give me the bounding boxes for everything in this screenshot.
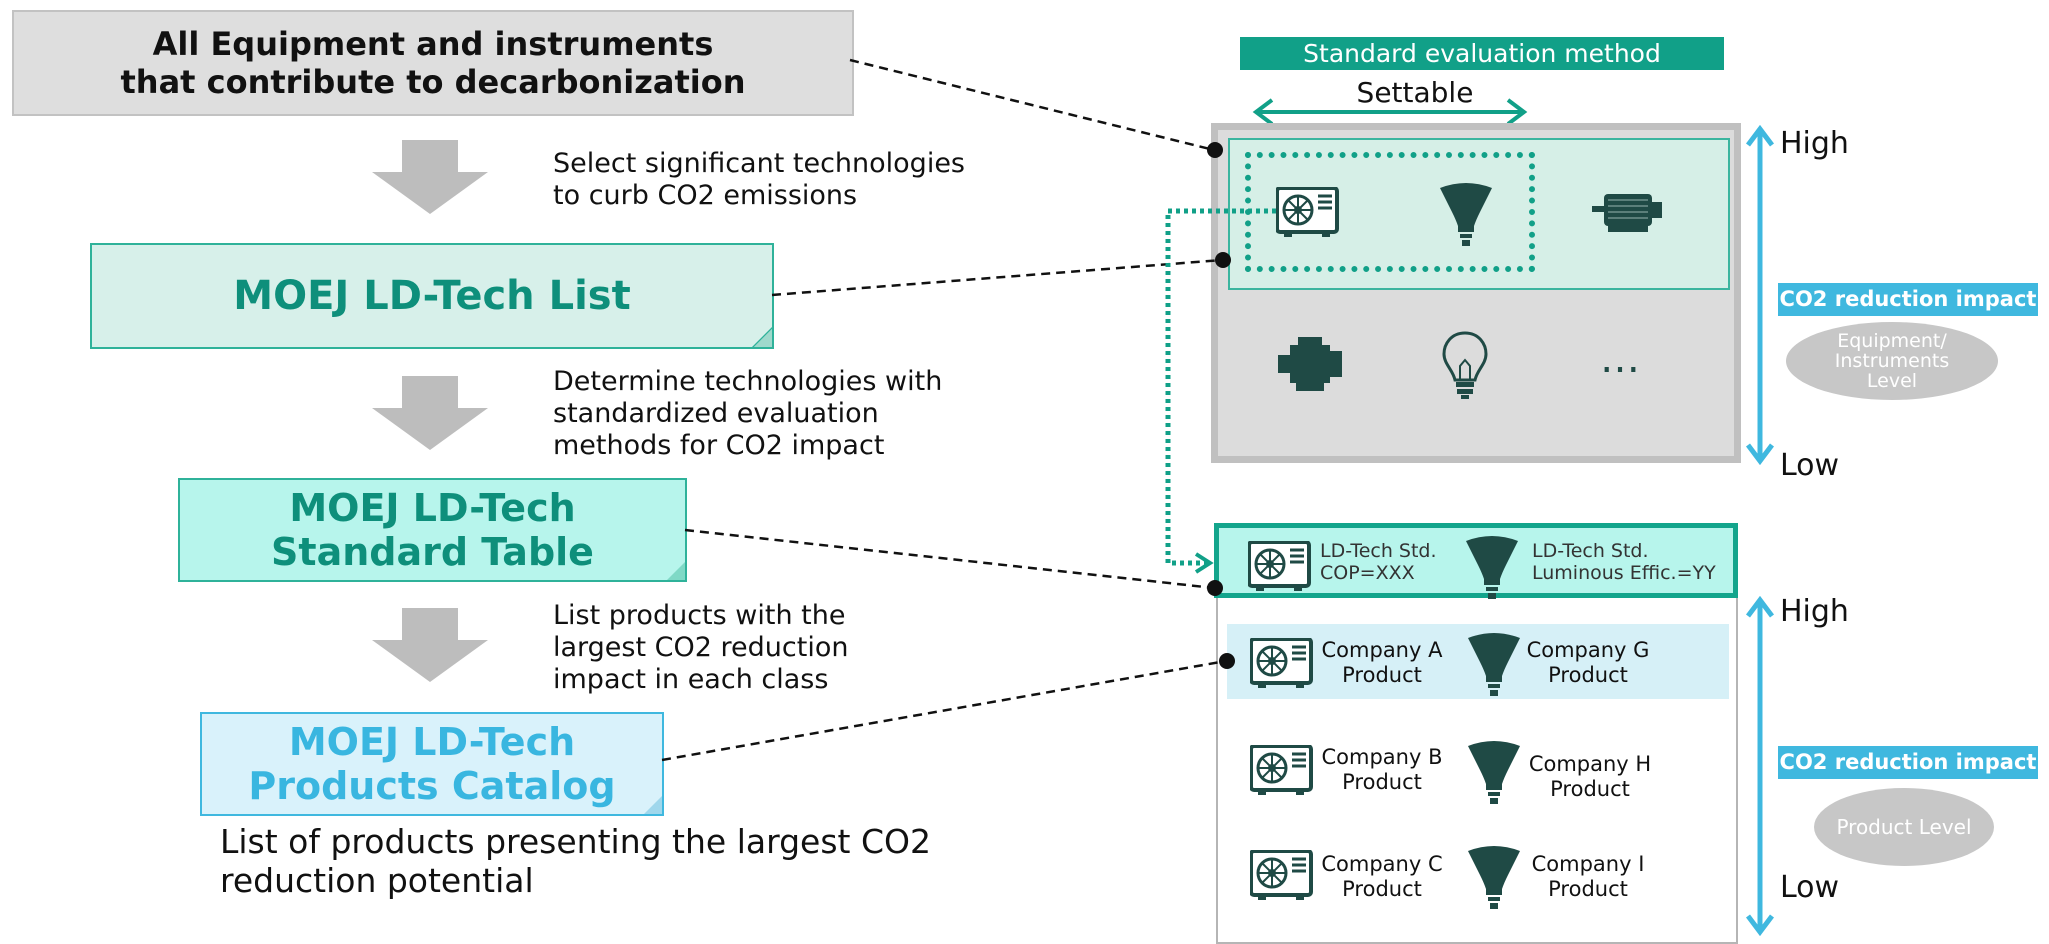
connector-ld-tech-list bbox=[771, 258, 1223, 297]
product-label: Product bbox=[1550, 777, 1630, 801]
std-cop-line2: COP=XXX bbox=[1320, 562, 1415, 584]
step-determine-text: Determine technologies with standardized… bbox=[553, 366, 993, 462]
product-level-label: Product Level bbox=[1836, 815, 1972, 839]
product-company-label: Company I bbox=[1531, 852, 1645, 876]
connector-dot bbox=[1219, 653, 1235, 669]
step-list-line1: List products with the bbox=[553, 600, 846, 631]
product-level-ellipse: Product Level bbox=[1814, 788, 1994, 866]
connector-standard-table bbox=[684, 528, 1215, 590]
standard-evaluation-label: Standard evaluation method bbox=[1303, 39, 1661, 68]
product-label: Product bbox=[1548, 877, 1628, 901]
product-company-label: Company B bbox=[1321, 745, 1443, 769]
step-list-products-text: List products with the largest CO2 reduc… bbox=[553, 600, 993, 696]
folded-corner-icon bbox=[667, 562, 685, 580]
std-cop-line1: LD-Tech Std. bbox=[1320, 540, 1437, 562]
product-row-2-lamp: Company H Product bbox=[1510, 752, 1670, 802]
product-row-1-ac: Company A Product bbox=[1302, 638, 1462, 688]
top-co2-impact-badge: CO2 reduction impact bbox=[1778, 283, 2038, 316]
product-label: Product bbox=[1342, 663, 1422, 687]
all-equipment-box: All Equipment and instruments that contr… bbox=[12, 10, 854, 116]
ld-tech-list-label: MOEJ LD-Tech List bbox=[233, 273, 631, 319]
equipment-level-line3: Level bbox=[1866, 370, 1918, 392]
motor-icon bbox=[1592, 194, 1662, 232]
std-luminous-line2: Luminous Effic.=YY bbox=[1532, 562, 1716, 584]
connector-catalog bbox=[661, 659, 1227, 762]
equipment-level-line1: Equipment/ bbox=[1837, 330, 1947, 352]
product-row-3-lamp: Company I Product bbox=[1508, 852, 1668, 902]
catalog-description-line2: reduction potential bbox=[220, 861, 534, 900]
all-equipment-line1: All Equipment and instruments bbox=[152, 25, 714, 63]
bottom-co2-impact-badge: CO2 reduction impact bbox=[1778, 746, 2038, 779]
step-list-line3: impact in each class bbox=[553, 664, 829, 695]
connector-dot bbox=[1215, 252, 1231, 268]
catalog-description: List of products presenting the largest … bbox=[220, 822, 940, 900]
ld-tech-list-box: MOEJ LD-Tech List bbox=[90, 243, 774, 349]
std-luminous-label: LD-Tech Std. Luminous Effic.=YY bbox=[1532, 540, 1716, 584]
top-high-label: High bbox=[1780, 126, 1849, 161]
ld-tech-standard-table-box: MOEJ LD-Tech Standard Table bbox=[178, 478, 687, 582]
step-select-line2: to curb CO2 emissions bbox=[553, 180, 858, 211]
step-determine-line1: Determine technologies with bbox=[553, 366, 943, 397]
product-company-label: Company A bbox=[1321, 638, 1443, 662]
down-arrow-icon bbox=[372, 608, 488, 682]
standard-table-line1: MOEJ LD-Tech bbox=[289, 486, 576, 530]
product-row-2-ac: Company B Product bbox=[1302, 745, 1462, 795]
ld-tech-products-catalog-box: MOEJ LD-Tech Products Catalog bbox=[200, 712, 664, 816]
step-select-text: Select significant technologies to curb … bbox=[553, 148, 993, 212]
light-bulb-icon bbox=[1442, 331, 1488, 399]
standard-table-line2: Standard Table bbox=[271, 530, 594, 574]
product-label: Product bbox=[1342, 770, 1422, 794]
product-label: Product bbox=[1342, 877, 1422, 901]
product-row-3-ac: Company C Product bbox=[1302, 852, 1462, 902]
top-low-label: Low bbox=[1780, 448, 1840, 483]
bottom-low-label: Low bbox=[1780, 870, 1840, 905]
co2-impact-axis-top bbox=[1746, 125, 1774, 465]
catalog-line2: Products Catalog bbox=[248, 764, 616, 808]
dotted-link-to-standard-table bbox=[1165, 208, 1276, 566]
equipment-level-ellipse: Equipment/ Instruments Level bbox=[1786, 322, 1998, 400]
product-company-label: Company C bbox=[1321, 852, 1443, 876]
all-equipment-line2: that contribute to decarbonization bbox=[120, 63, 746, 101]
product-label: Product bbox=[1548, 663, 1628, 687]
more-items-ellipsis: … bbox=[1600, 336, 1642, 382]
standard-evaluation-header: Standard evaluation method bbox=[1240, 37, 1724, 70]
step-select-line1: Select significant technologies bbox=[553, 148, 966, 179]
std-cop-label: LD-Tech Std. COP=XXX bbox=[1320, 540, 1437, 584]
step-determine-line3: methods for CO2 impact bbox=[553, 430, 885, 461]
folded-corner-icon bbox=[644, 796, 662, 814]
equipment-level-line2: Instruments bbox=[1834, 350, 1950, 372]
catalog-description-line1: List of products presenting the largest … bbox=[220, 822, 931, 861]
std-luminous-line1: LD-Tech Std. bbox=[1532, 540, 1649, 562]
co2-impact-axis-bottom bbox=[1746, 596, 1774, 936]
engine-icon bbox=[1278, 337, 1342, 391]
product-company-label: Company G bbox=[1526, 638, 1650, 662]
connector-all-equipment bbox=[849, 58, 1215, 152]
settable-label: Settable bbox=[1356, 76, 1474, 109]
product-company-label: Company H bbox=[1528, 752, 1652, 776]
step-determine-line2: standardized evaluation bbox=[553, 398, 879, 429]
settable-range-arrow bbox=[1252, 98, 1528, 126]
folded-corner-icon bbox=[752, 327, 772, 347]
catalog-line1: MOEJ LD-Tech bbox=[288, 720, 576, 764]
bottom-high-label: High bbox=[1780, 594, 1849, 629]
step-list-line2: largest CO2 reduction bbox=[553, 632, 849, 663]
down-arrow-icon bbox=[372, 140, 488, 214]
connector-dot bbox=[1207, 580, 1223, 596]
down-arrow-icon bbox=[372, 376, 488, 450]
product-row-1-lamp: Company G Product bbox=[1508, 638, 1668, 688]
dotted-link-arrowhead bbox=[1194, 552, 1214, 574]
connector-dot bbox=[1207, 142, 1223, 158]
